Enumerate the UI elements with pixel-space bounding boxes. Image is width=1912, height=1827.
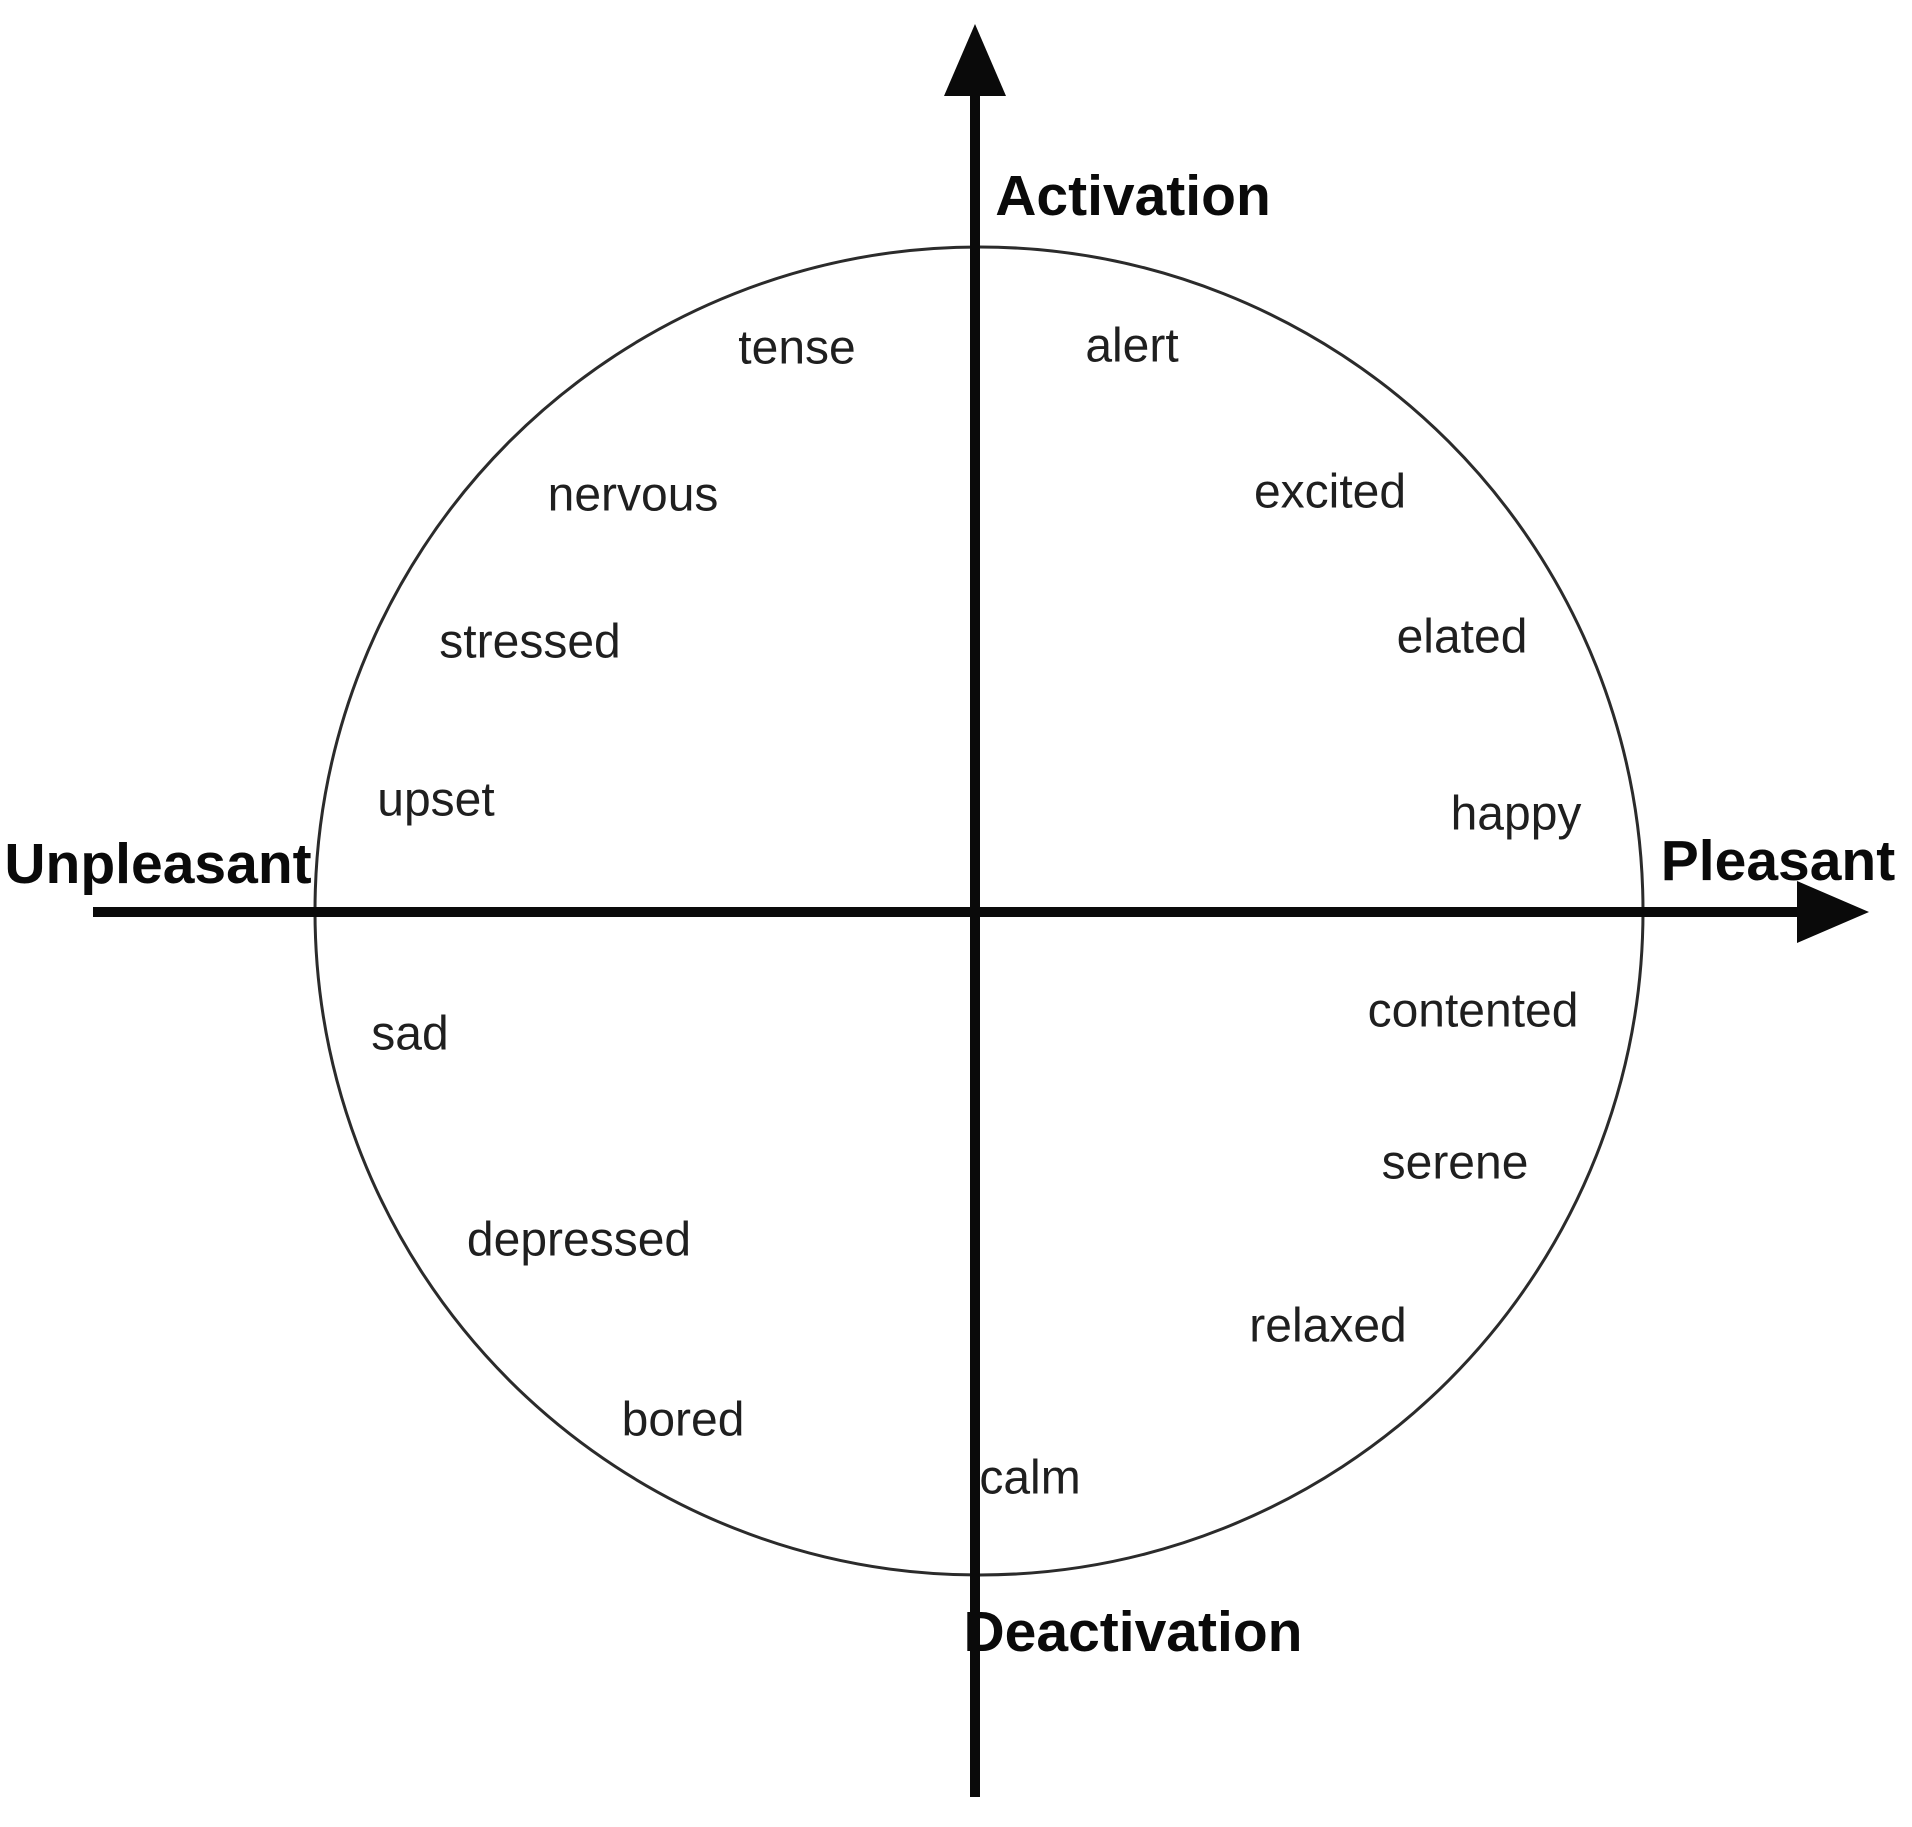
up-arrowhead-icon — [944, 24, 1006, 96]
emotion-label-upset: upset — [377, 773, 495, 827]
axis-label-deactivation: Deactivation — [963, 1600, 1303, 1664]
axis-label-unpleasant: Unpleasant — [4, 832, 312, 896]
emotion-label-stressed: stressed — [439, 615, 621, 669]
emotion-label-sad: sad — [371, 1007, 449, 1061]
emotion-label-relaxed: relaxed — [1249, 1299, 1407, 1353]
emotion-label-bored: bored — [621, 1393, 745, 1447]
emotion-label-serene: serene — [1381, 1136, 1529, 1190]
emotion-label-calm: calm — [979, 1451, 1081, 1505]
right-arrowhead-icon — [1797, 881, 1869, 943]
emotion-label-happy: happy — [1450, 787, 1582, 841]
emotion-label-nervous: nervous — [547, 468, 719, 522]
emotion-label-contented: contented — [1367, 984, 1579, 1038]
emotion-label-depressed: depressed — [466, 1213, 692, 1267]
emotion-label-tense: tense — [738, 321, 856, 375]
axis-label-activation: Activation — [995, 164, 1271, 228]
axis-label-pleasant: Pleasant — [1660, 829, 1896, 893]
emotion-label-excited: excited — [1253, 465, 1407, 519]
emotion-label-elated: elated — [1396, 610, 1528, 664]
emotion-label-alert: alert — [1085, 319, 1179, 373]
